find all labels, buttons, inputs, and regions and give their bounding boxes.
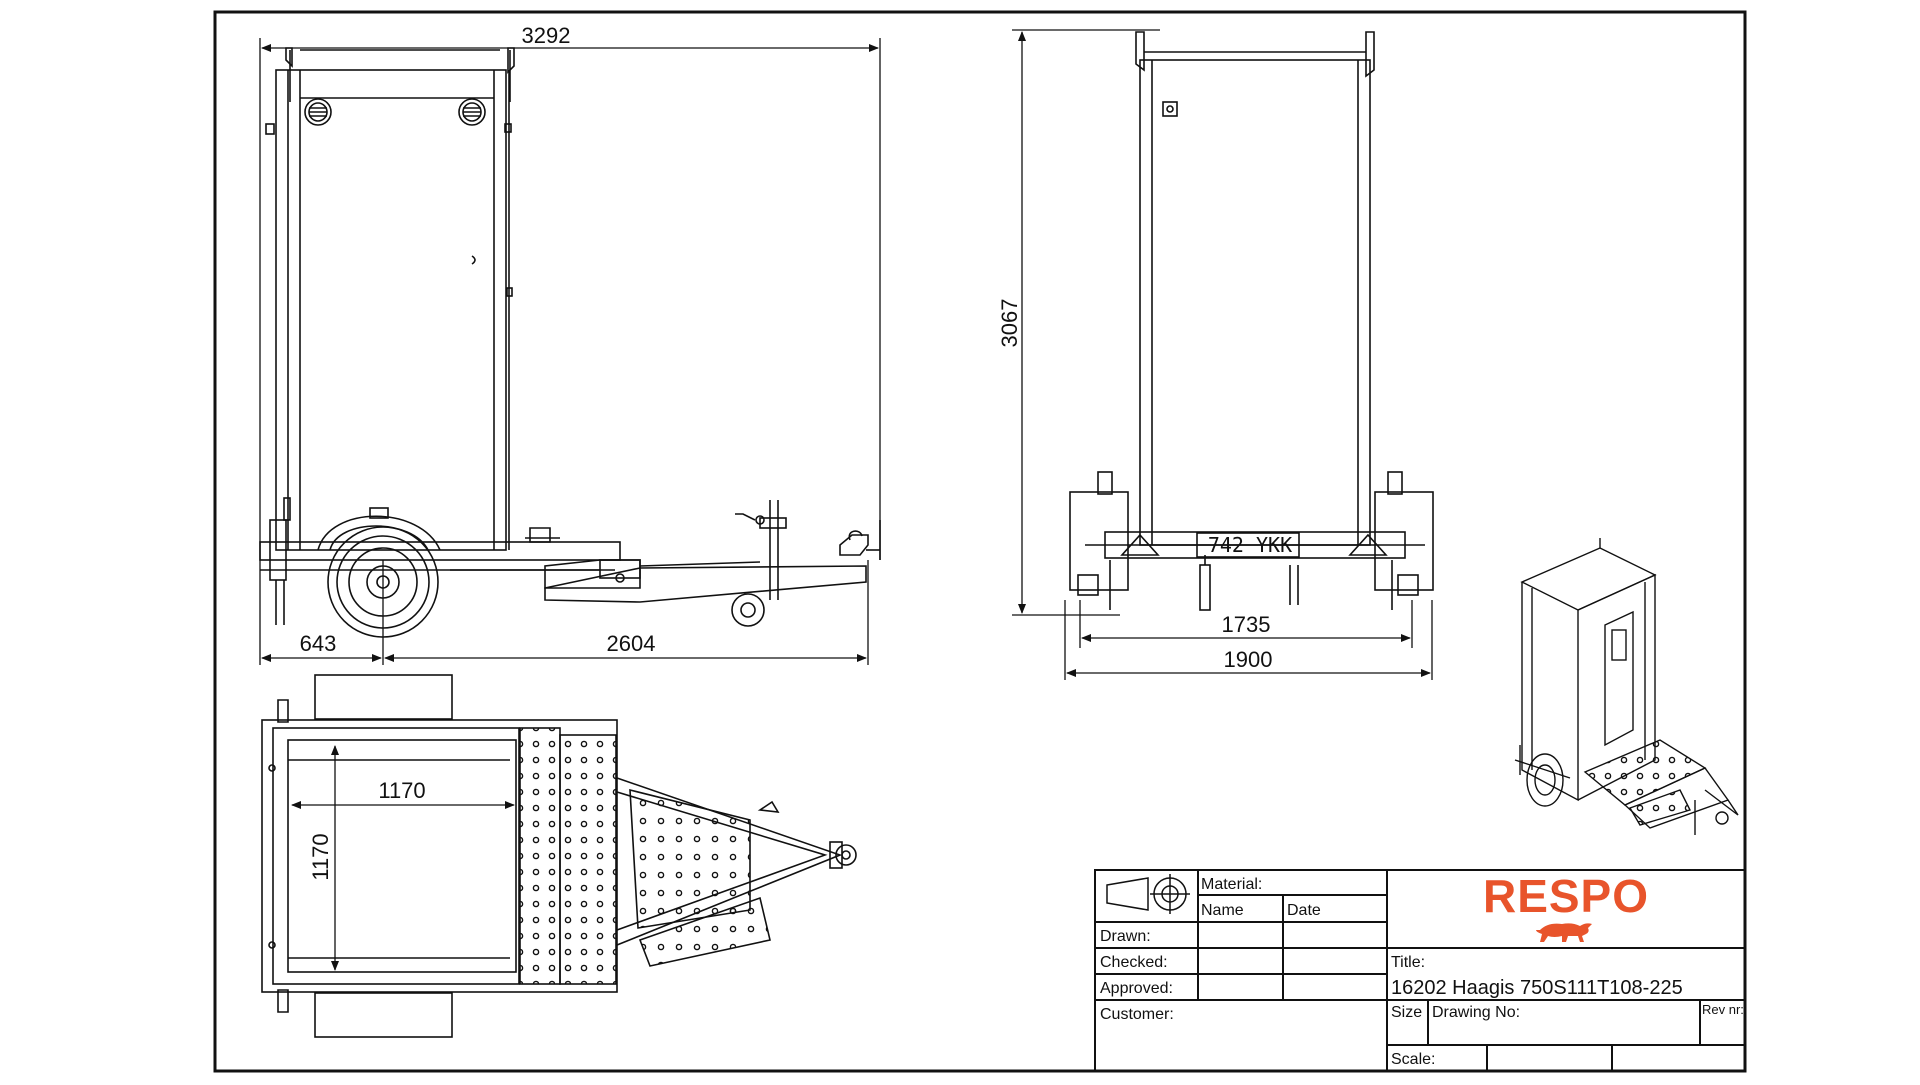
isometric-view	[1514, 538, 1739, 835]
date-header: Date	[1287, 902, 1321, 919]
drawn-label: Drawn:	[1100, 928, 1151, 945]
sheet-border	[213, 10, 1747, 1073]
dim-wheel-to-hitch: 2604	[607, 631, 656, 656]
side-view-dimensions	[259, 38, 881, 665]
customer-label: Customer:	[1100, 1006, 1174, 1023]
dim-rear-height: 3067	[997, 299, 1022, 348]
title-block	[1094, 869, 1746, 1072]
dim-front-overhang: 643	[300, 631, 337, 656]
drawing-no-label: Drawing No:	[1432, 1004, 1520, 1021]
license-plate: 742 YKK	[1208, 533, 1292, 557]
material-label: Material:	[1201, 876, 1262, 893]
dim-top-inner-width: 1170	[378, 778, 425, 803]
checked-label: Checked:	[1100, 954, 1168, 971]
dim-rear-track: 1735	[1222, 612, 1271, 637]
rear-view-dimensions	[1012, 29, 1433, 680]
dim-overall-length: 3292	[522, 23, 571, 48]
side-view	[259, 47, 881, 638]
bull-icon	[1536, 923, 1592, 942]
top-view	[261, 674, 857, 1038]
dim-top-inner-depth: 1170	[308, 833, 333, 880]
dim-rear-overall-width: 1900	[1224, 647, 1273, 672]
company-logo: RESPO	[1483, 870, 1649, 922]
drawing-title: 16202 Haagis 750S111T108-225	[1391, 977, 1683, 999]
name-header: Name	[1201, 902, 1244, 919]
rev-label: Rev nr:	[1702, 1002, 1744, 1017]
rear-view	[1069, 31, 1434, 611]
size-label: Size	[1391, 1004, 1422, 1021]
top-view-dimensions	[291, 745, 515, 971]
scale-label: Scale:	[1391, 1051, 1435, 1068]
title-label: Title:	[1391, 954, 1425, 971]
approved-label: Approved:	[1100, 980, 1173, 997]
first-angle-projection-icon	[1106, 874, 1190, 914]
